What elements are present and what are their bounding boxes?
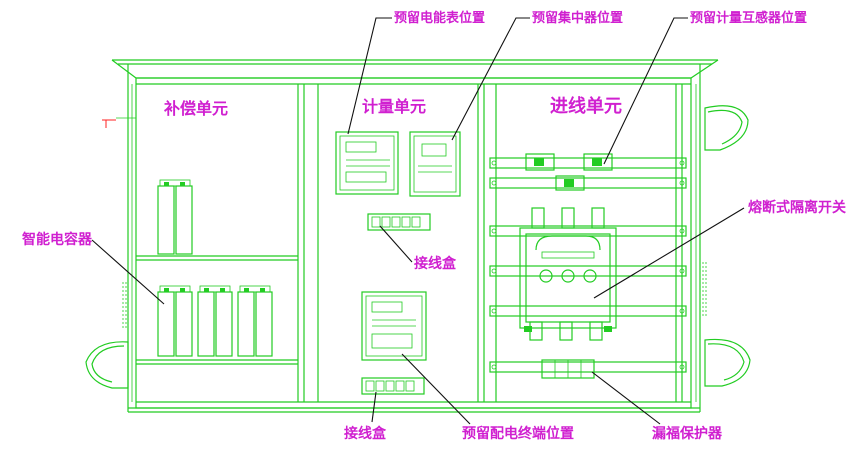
meter-reserved-label: 预留电能表位置 — [394, 10, 485, 26]
current-transformer-reserved — [525, 153, 613, 191]
concentrator-reserved — [409, 131, 461, 197]
side-vents — [122, 262, 707, 330]
junction-box-label-lower: 接线盒 — [344, 425, 387, 442]
terminal-reserved — [361, 291, 427, 361]
junction-box-lower — [361, 377, 425, 395]
leakage-protector-label: 漏福保护器 — [652, 425, 723, 442]
hood-vents — [85, 105, 751, 389]
junction-box-label-upper: 接线盒 — [414, 255, 457, 272]
junction-box-upper — [367, 213, 431, 231]
incoming-unit-title: 进线单元 — [550, 95, 622, 117]
ct-reserved-label: 预留计量互感器位置 — [690, 10, 807, 26]
leader-lines — [91, 17, 745, 425]
fuse-switch-label: 熔断式隔离开关 — [748, 199, 846, 216]
cabinet-frame — [111, 59, 719, 413]
busbar-rails — [489, 157, 687, 373]
terminal-reserved-label: 预留配电终端位置 — [462, 425, 574, 442]
concentrator-reserved-label: 预留集中器位置 — [532, 10, 623, 26]
compensation-unit-title: 补偿单元 — [163, 99, 228, 118]
red-marker — [102, 117, 136, 128]
metering-unit-title: 计量单元 — [362, 97, 426, 116]
leakage-protector — [541, 359, 595, 379]
capacitor-group — [157, 179, 273, 357]
energy-meter-reserved — [335, 131, 399, 195]
fuse-isolating-switch — [519, 207, 617, 341]
capacitor-label: 智能电容器 — [21, 231, 93, 248]
